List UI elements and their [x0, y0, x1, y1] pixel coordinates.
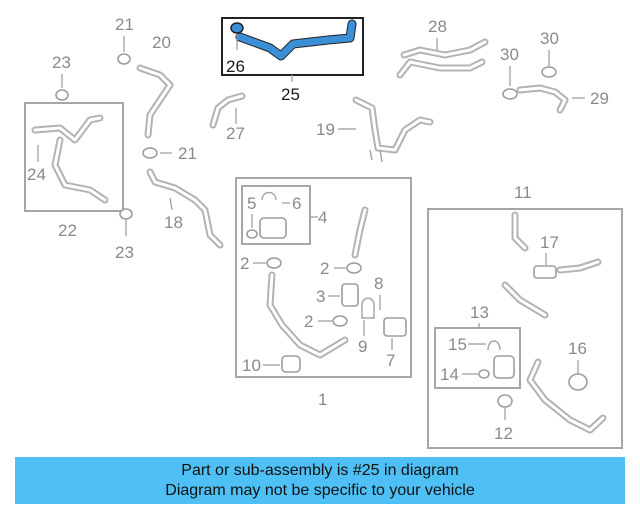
part-1-box: [235, 177, 412, 378]
label-3: 3: [316, 287, 325, 306]
label-13: 13: [470, 303, 489, 322]
label-27: 27: [226, 124, 245, 143]
part-19-hose: [352, 96, 434, 154]
part-27-group[interactable]: 27: [209, 92, 246, 143]
clamp-30-left: [502, 88, 518, 100]
part-22-hose: [51, 136, 109, 204]
label-10: 10: [242, 356, 261, 375]
cap-10: [281, 355, 301, 373]
banner-line-2: Diagram may not be specific to your vehi…: [165, 481, 475, 499]
label-14: 14: [440, 365, 459, 384]
part-29-elbow: [516, 84, 569, 114]
clamp-21-top: [117, 53, 131, 65]
part-4-box: [241, 185, 311, 245]
flange-4: [259, 217, 287, 239]
part-29-group[interactable]: 30 30 29: [500, 29, 609, 114]
label-11: 11: [514, 183, 532, 202]
clip-15: [487, 340, 501, 351]
info-banner: Part or sub-assembly is #25 in diagram D…: [15, 457, 625, 504]
part-25-pipe: [236, 20, 356, 60]
part-18-group[interactable]: 18 23: [115, 168, 224, 262]
label-30-right: 30: [540, 29, 559, 48]
part-28-group[interactable]: 28: [396, 17, 489, 79]
clamp-2-low: [332, 315, 348, 327]
tee-3: [341, 283, 359, 307]
label-23-bottom: 23: [115, 243, 134, 262]
part-22-group[interactable]: 24 22 23: [24, 53, 124, 240]
label-26: 26: [226, 57, 245, 76]
connector-17: [533, 265, 557, 279]
label-5: 5: [247, 194, 256, 213]
label-6: 6: [292, 194, 301, 213]
oring-14: [478, 369, 490, 379]
label-7: 7: [386, 351, 395, 370]
clamp-2-left: [266, 257, 282, 269]
label-23-top: 23: [52, 53, 71, 72]
clamp-23-top: [55, 89, 69, 101]
clamp-23-bottom: [119, 208, 133, 220]
label-9: 9: [358, 337, 367, 356]
label-21-mid: 21: [178, 144, 197, 163]
label-28: 28: [428, 17, 447, 36]
part-20-hose: [136, 64, 174, 139]
clip-6: [261, 191, 277, 201]
oring-5: [246, 229, 258, 239]
label-1: 1: [318, 390, 327, 409]
clamp-30-right: [541, 66, 557, 78]
part-1-group[interactable]: 4 5 6 2 2 3 2 8 9 7 10 1: [235, 177, 412, 409]
banner-line-1: Part or sub-assembly is #25 in diagram: [181, 461, 459, 479]
part-13-box: [434, 327, 521, 389]
label-19: 19: [316, 120, 335, 139]
label-15: 15: [448, 335, 467, 354]
clip-8: [361, 297, 375, 319]
part-11-group[interactable]: 11 17 13 15 14 16 12: [427, 183, 623, 449]
part-20-group[interactable]: 21 20 21: [115, 15, 197, 163]
label-17: 17: [540, 233, 559, 252]
sensor-7: [383, 317, 407, 337]
label-8: 8: [374, 274, 383, 293]
part-25-group[interactable]: 26 25: [221, 17, 364, 104]
label-2-mid: 2: [320, 259, 329, 278]
label-30-left: 30: [500, 45, 519, 64]
label-20: 20: [152, 33, 171, 52]
clamp-2-mid: [346, 262, 362, 274]
clamp-21-mid: [142, 147, 158, 159]
part-19-group[interactable]: 19: [316, 96, 434, 163]
label-16: 16: [568, 339, 587, 358]
label-4: 4: [318, 208, 327, 227]
label-25: 25: [281, 85, 300, 104]
flange-13: [493, 355, 515, 379]
label-29: 29: [590, 89, 609, 108]
part-26-cap: [230, 22, 244, 34]
label-2-low: 2: [304, 312, 313, 331]
label-18: 18: [164, 213, 183, 232]
part-11-box: [427, 208, 623, 449]
label-21-top: 21: [115, 15, 134, 34]
part-22-box: [24, 102, 124, 212]
label-2-left: 2: [240, 254, 249, 273]
label-12: 12: [494, 424, 513, 443]
cap-12: [497, 394, 513, 408]
clamp-16: [568, 373, 588, 391]
label-24: 24: [27, 165, 46, 184]
label-22: 22: [58, 221, 77, 240]
